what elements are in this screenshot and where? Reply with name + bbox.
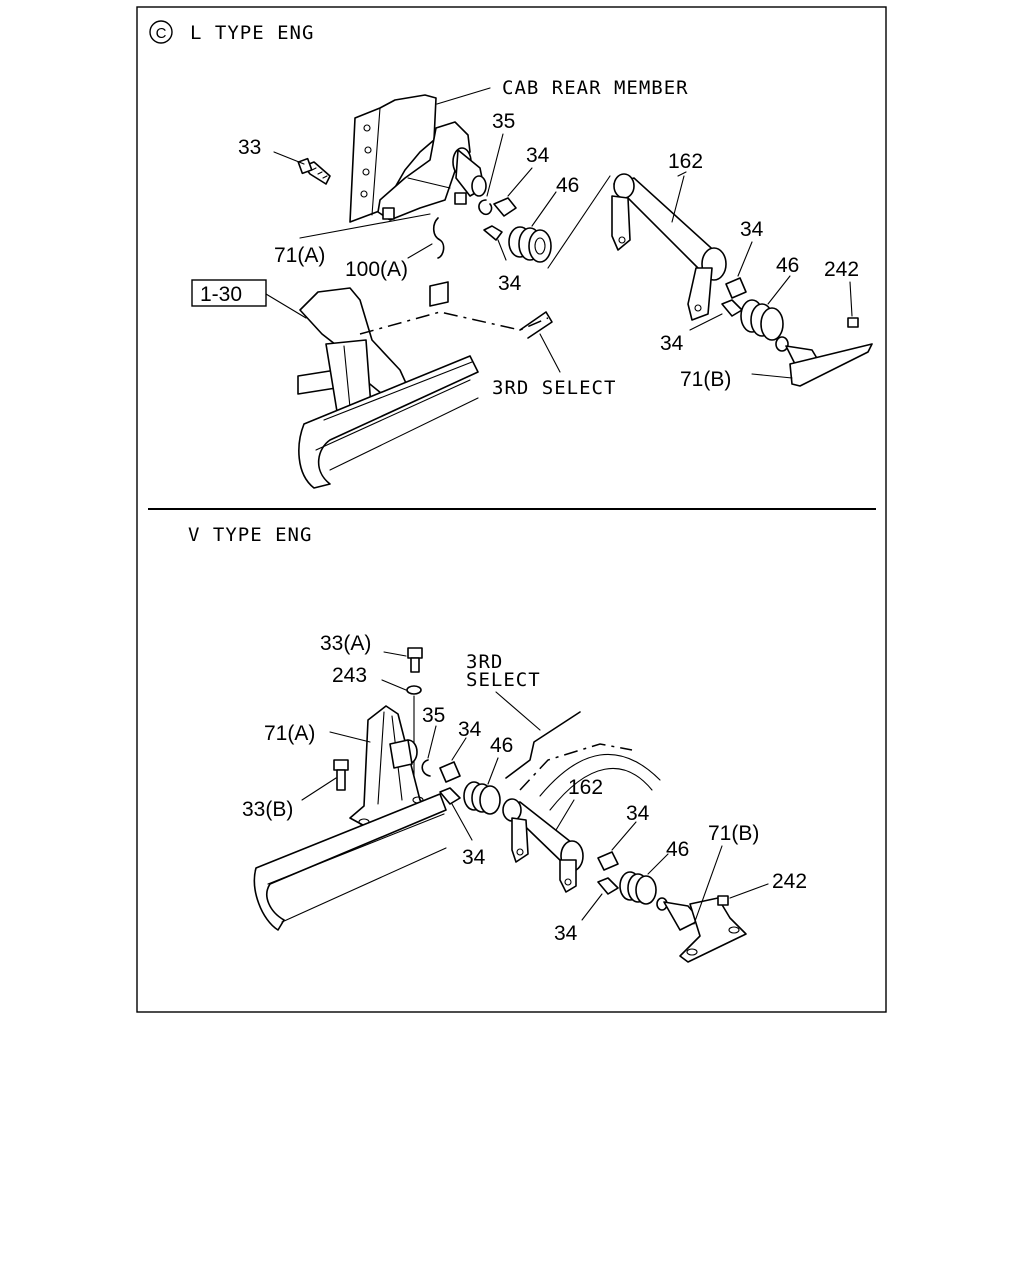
callout-100a: 100(A) bbox=[345, 258, 408, 281]
callout-35: 35 bbox=[492, 110, 515, 133]
callout-46-bottom-right: 46 bbox=[666, 838, 689, 861]
bushing-46-right-illustration bbox=[740, 299, 784, 341]
frame-crossmember-illustration bbox=[297, 287, 479, 489]
seat-34-upper-illustration bbox=[493, 197, 517, 217]
callout-162-top: 162 bbox=[668, 150, 703, 173]
nut-242-bottom-illustration bbox=[717, 895, 729, 906]
bracket-71a-bottom-illustration bbox=[349, 705, 431, 831]
title-symbol-circle bbox=[149, 20, 173, 44]
callout-46-bottom-left: 46 bbox=[490, 734, 513, 757]
bolt-33-illustration bbox=[297, 157, 331, 185]
bracket-71b-illustration bbox=[775, 336, 873, 387]
top-panel-title: L TYPE ENG bbox=[190, 22, 314, 44]
top-panel: C L TYPE ENG CAB REAR MEMBER 33 bbox=[149, 20, 873, 489]
third-select-cable-bottom bbox=[505, 711, 581, 779]
callout-33b: 33(B) bbox=[242, 798, 293, 821]
callout-33a: 33(A) bbox=[320, 632, 371, 655]
ref-box-frame bbox=[191, 279, 267, 307]
third-select-cable-top bbox=[359, 311, 549, 335]
callout-71a-top: 71(A) bbox=[274, 244, 325, 267]
shaft-162-bottom-illustration bbox=[502, 798, 584, 893]
clip-100a-illustration bbox=[432, 217, 445, 259]
callout-34-right-lower: 34 bbox=[660, 332, 684, 355]
callout-242-top: 242 bbox=[824, 258, 859, 281]
callout-243: 243 bbox=[332, 664, 367, 687]
shaft-162-illustration bbox=[611, 173, 727, 321]
seat-34-bottom-lower-illustration bbox=[439, 787, 461, 805]
bolt-33b-illustration bbox=[333, 759, 349, 791]
callout-33: 33 bbox=[238, 136, 261, 159]
bushing-46-bottom-right-illustration bbox=[619, 871, 657, 905]
third-select-label-bottom-line1: 3RD bbox=[466, 651, 503, 673]
callout-242-bottom: 242 bbox=[772, 870, 807, 893]
diagram-frame bbox=[136, 6, 887, 1013]
callout-34-upper: 34 bbox=[526, 144, 550, 167]
callout-46-right: 46 bbox=[776, 254, 799, 277]
callout-162-bottom: 162 bbox=[568, 776, 603, 799]
callout-71b-bottom: 71(B) bbox=[708, 822, 759, 845]
callout-34-bottom-lower: 34 bbox=[462, 846, 486, 869]
bushing-46-bottom-illustration bbox=[463, 781, 501, 815]
callout-71b-top: 71(B) bbox=[680, 368, 731, 391]
third-select-label-top: 3RD SELECT bbox=[492, 377, 616, 399]
seat-34-right-upper-illustration bbox=[725, 277, 747, 299]
nut-242-illustration bbox=[847, 317, 859, 328]
bottom-panel-title: V TYPE ENG bbox=[188, 524, 312, 546]
callout-34-bottom-upper: 34 bbox=[458, 718, 482, 741]
bracket-71b-bottom-illustration bbox=[656, 897, 747, 963]
ref-box-label: 1-30 bbox=[200, 283, 242, 306]
snap-ring-35-illustration bbox=[478, 199, 493, 216]
seat-34-bottom-right-upper-illustration bbox=[597, 851, 619, 871]
cab-rear-member-label: CAB REAR MEMBER bbox=[502, 77, 689, 99]
callout-34-bottom-right-lower: 34 bbox=[554, 922, 578, 945]
seat-34-bottom-upper-illustration bbox=[439, 761, 461, 783]
callout-34-bottom-right-upper: 34 bbox=[626, 802, 650, 825]
callout-34-right-upper: 34 bbox=[740, 218, 764, 241]
title-symbol: C bbox=[156, 25, 167, 42]
snap-ring-35-bottom-illustration bbox=[421, 759, 431, 777]
callout-71a-bottom: 71(A) bbox=[264, 722, 315, 745]
bottom-panel: V TYPE ENG 33(A) 243 71(A) 33(B) bbox=[188, 524, 807, 963]
frame-member-bottom-illustration bbox=[253, 793, 447, 931]
bolt-33a-illustration bbox=[406, 647, 423, 695]
callout-46-upper: 46 bbox=[556, 174, 579, 197]
bushing-46-illustration bbox=[508, 226, 552, 263]
seat-34-lower-illustration bbox=[483, 225, 503, 241]
seat-34-right-lower-illustration bbox=[721, 299, 743, 317]
seat-34-bottom-right-lower-illustration bbox=[597, 877, 619, 895]
third-select-label-bottom-line2: SELECT bbox=[466, 669, 541, 691]
callout-34-lower: 34 bbox=[498, 272, 522, 295]
cab-rear-member-illustration bbox=[349, 94, 487, 223]
callout-35-bottom: 35 bbox=[422, 704, 445, 727]
